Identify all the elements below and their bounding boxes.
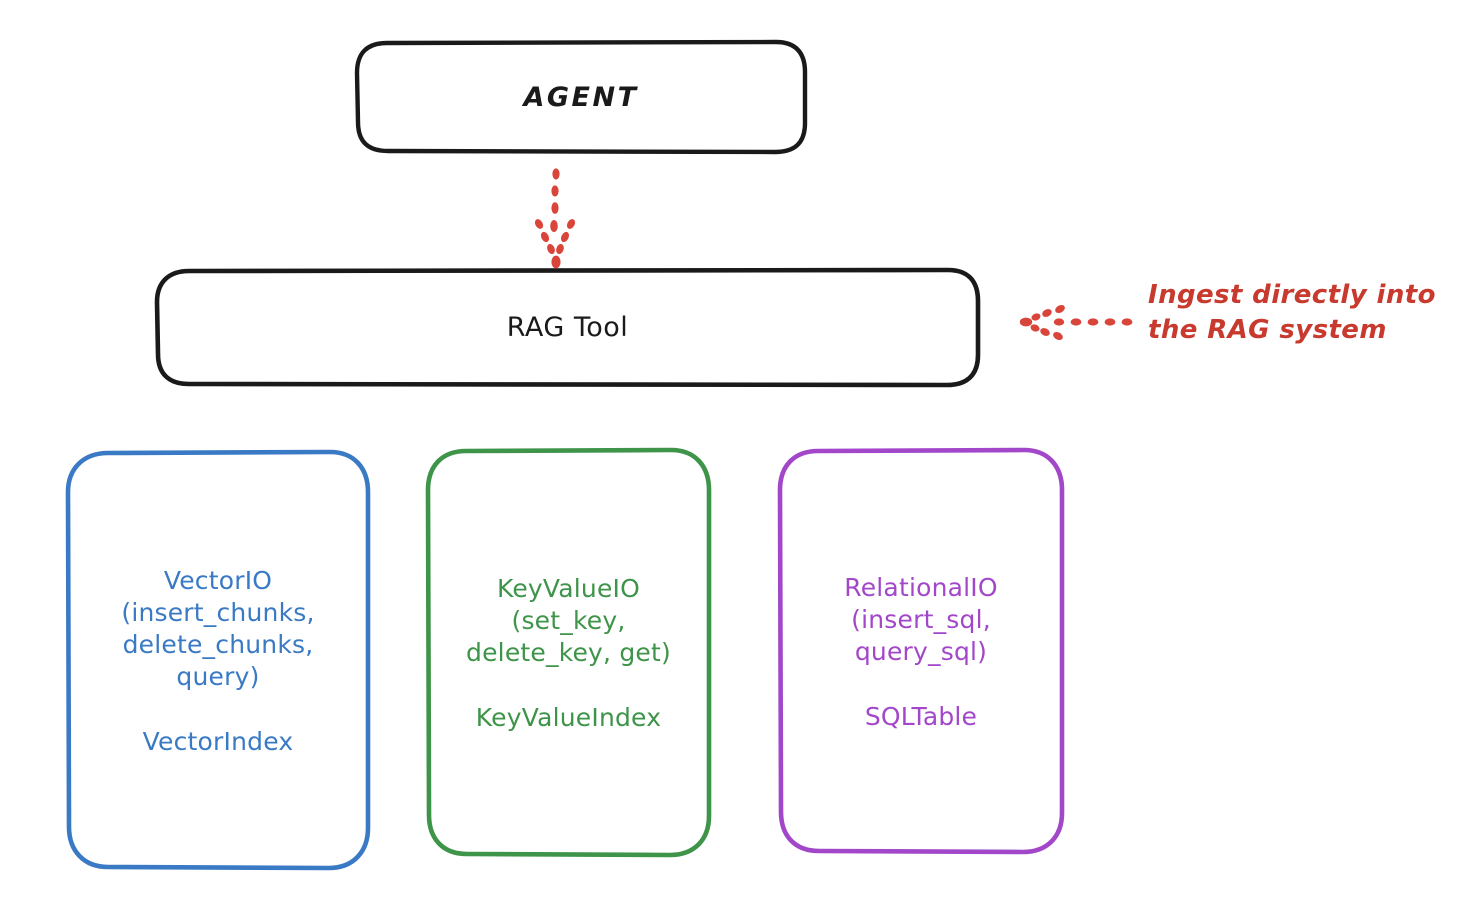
vector-index-label: VectorIndex	[142, 726, 294, 756]
rag-tool-node[interactable]: RAG Tool	[157, 270, 978, 385]
sql-table-label: SQLTable	[864, 701, 978, 731]
agent-label: AGENT	[523, 81, 639, 113]
relational-io-title: RelationalIO (insert_sql, query_sql)	[844, 572, 998, 666]
relational-io-node[interactable]: RelationalIO (insert_sql, query_sql) SQL…	[780, 450, 1062, 852]
ingest-to-ragtool-arrow	[1019, 304, 1133, 341]
vector-io-node[interactable]: VectorIO (insert_chunks, delete_chunks, …	[68, 452, 368, 868]
agent-node[interactable]: AGENT	[357, 42, 805, 152]
agent-to-ragtool-arrow	[534, 168, 576, 269]
keyvalue-io-node[interactable]: KeyValueIO (set_key, delete_key, get) Ke…	[428, 450, 709, 855]
ingest-annotation-text: Ingest directly into the RAG system	[1148, 280, 1436, 345]
keyvalue-io-title: KeyValueIO (set_key, delete_key, get)	[466, 574, 671, 667]
rag-tool-label: RAG Tool	[506, 312, 629, 343]
vector-io-title: VectorIO (insert_chunks, delete_chunks, …	[121, 565, 315, 691]
keyvalue-index-label: KeyValueIndex	[475, 703, 662, 732]
